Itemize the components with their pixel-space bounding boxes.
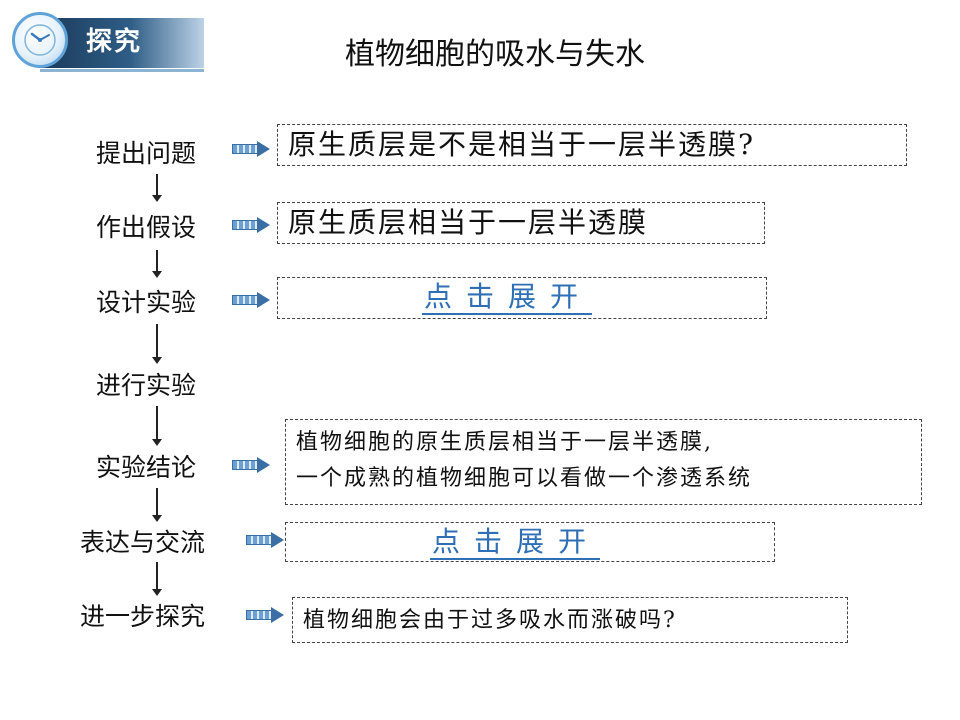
hypothesis-text: 原生质层相当于一层半透膜 [288, 206, 649, 239]
right-arrow-icon [232, 292, 270, 308]
page-title: 植物细胞的吸水与失水 [345, 37, 645, 72]
down-arrow-icon [152, 174, 162, 202]
right-arrow-icon [246, 607, 284, 623]
design-expand-link[interactable]: 点击展开 [422, 280, 593, 315]
down-arrow-icon [152, 324, 162, 364]
clock-icon [12, 12, 68, 68]
step-label-question: 提出问题 [96, 139, 197, 168]
down-arrow-icon [152, 488, 162, 522]
step-label-communicate: 表达与交流 [80, 528, 206, 557]
further-text: 植物细胞会由于过多吸水而涨破吗? [303, 608, 677, 633]
down-arrow-icon [152, 406, 162, 446]
down-arrow-icon [152, 250, 162, 278]
conclusion-line-2: 一个成熟的植物细胞可以看做一个渗透系统 [296, 466, 753, 491]
communicate-expand-link[interactable]: 点击展开 [430, 525, 601, 560]
question-box: 原生质层是不是相当于一层半透膜? [277, 124, 907, 166]
step-label-further: 进一步探究 [80, 602, 206, 631]
right-arrow-icon [232, 217, 270, 233]
conclusion-line-1: 植物细胞的原生质层相当于一层半透膜, [296, 430, 713, 455]
step-label-conclusion: 实验结论 [96, 453, 197, 482]
design-box: 点击展开 [277, 277, 767, 319]
step-label-conduct: 进行实验 [96, 371, 197, 400]
step-label-design: 设计实验 [96, 288, 197, 317]
right-arrow-icon [232, 141, 270, 157]
step-label-hypothesis: 作出假设 [96, 213, 197, 242]
hypothesis-box: 原生质层相当于一层半透膜 [277, 202, 765, 244]
question-text: 原生质层是不是相当于一层半透膜? [288, 128, 756, 161]
right-arrow-icon [246, 532, 284, 548]
right-arrow-icon [232, 457, 270, 473]
conclusion-box: 植物细胞的原生质层相当于一层半透膜, 一个成熟的植物细胞可以看做一个渗透系统 [285, 419, 922, 505]
further-box: 植物细胞会由于过多吸水而涨破吗? [292, 597, 848, 643]
communicate-box: 点击展开 [285, 522, 775, 562]
badge-label: 探究 [86, 27, 143, 57]
down-arrow-icon [152, 562, 162, 596]
